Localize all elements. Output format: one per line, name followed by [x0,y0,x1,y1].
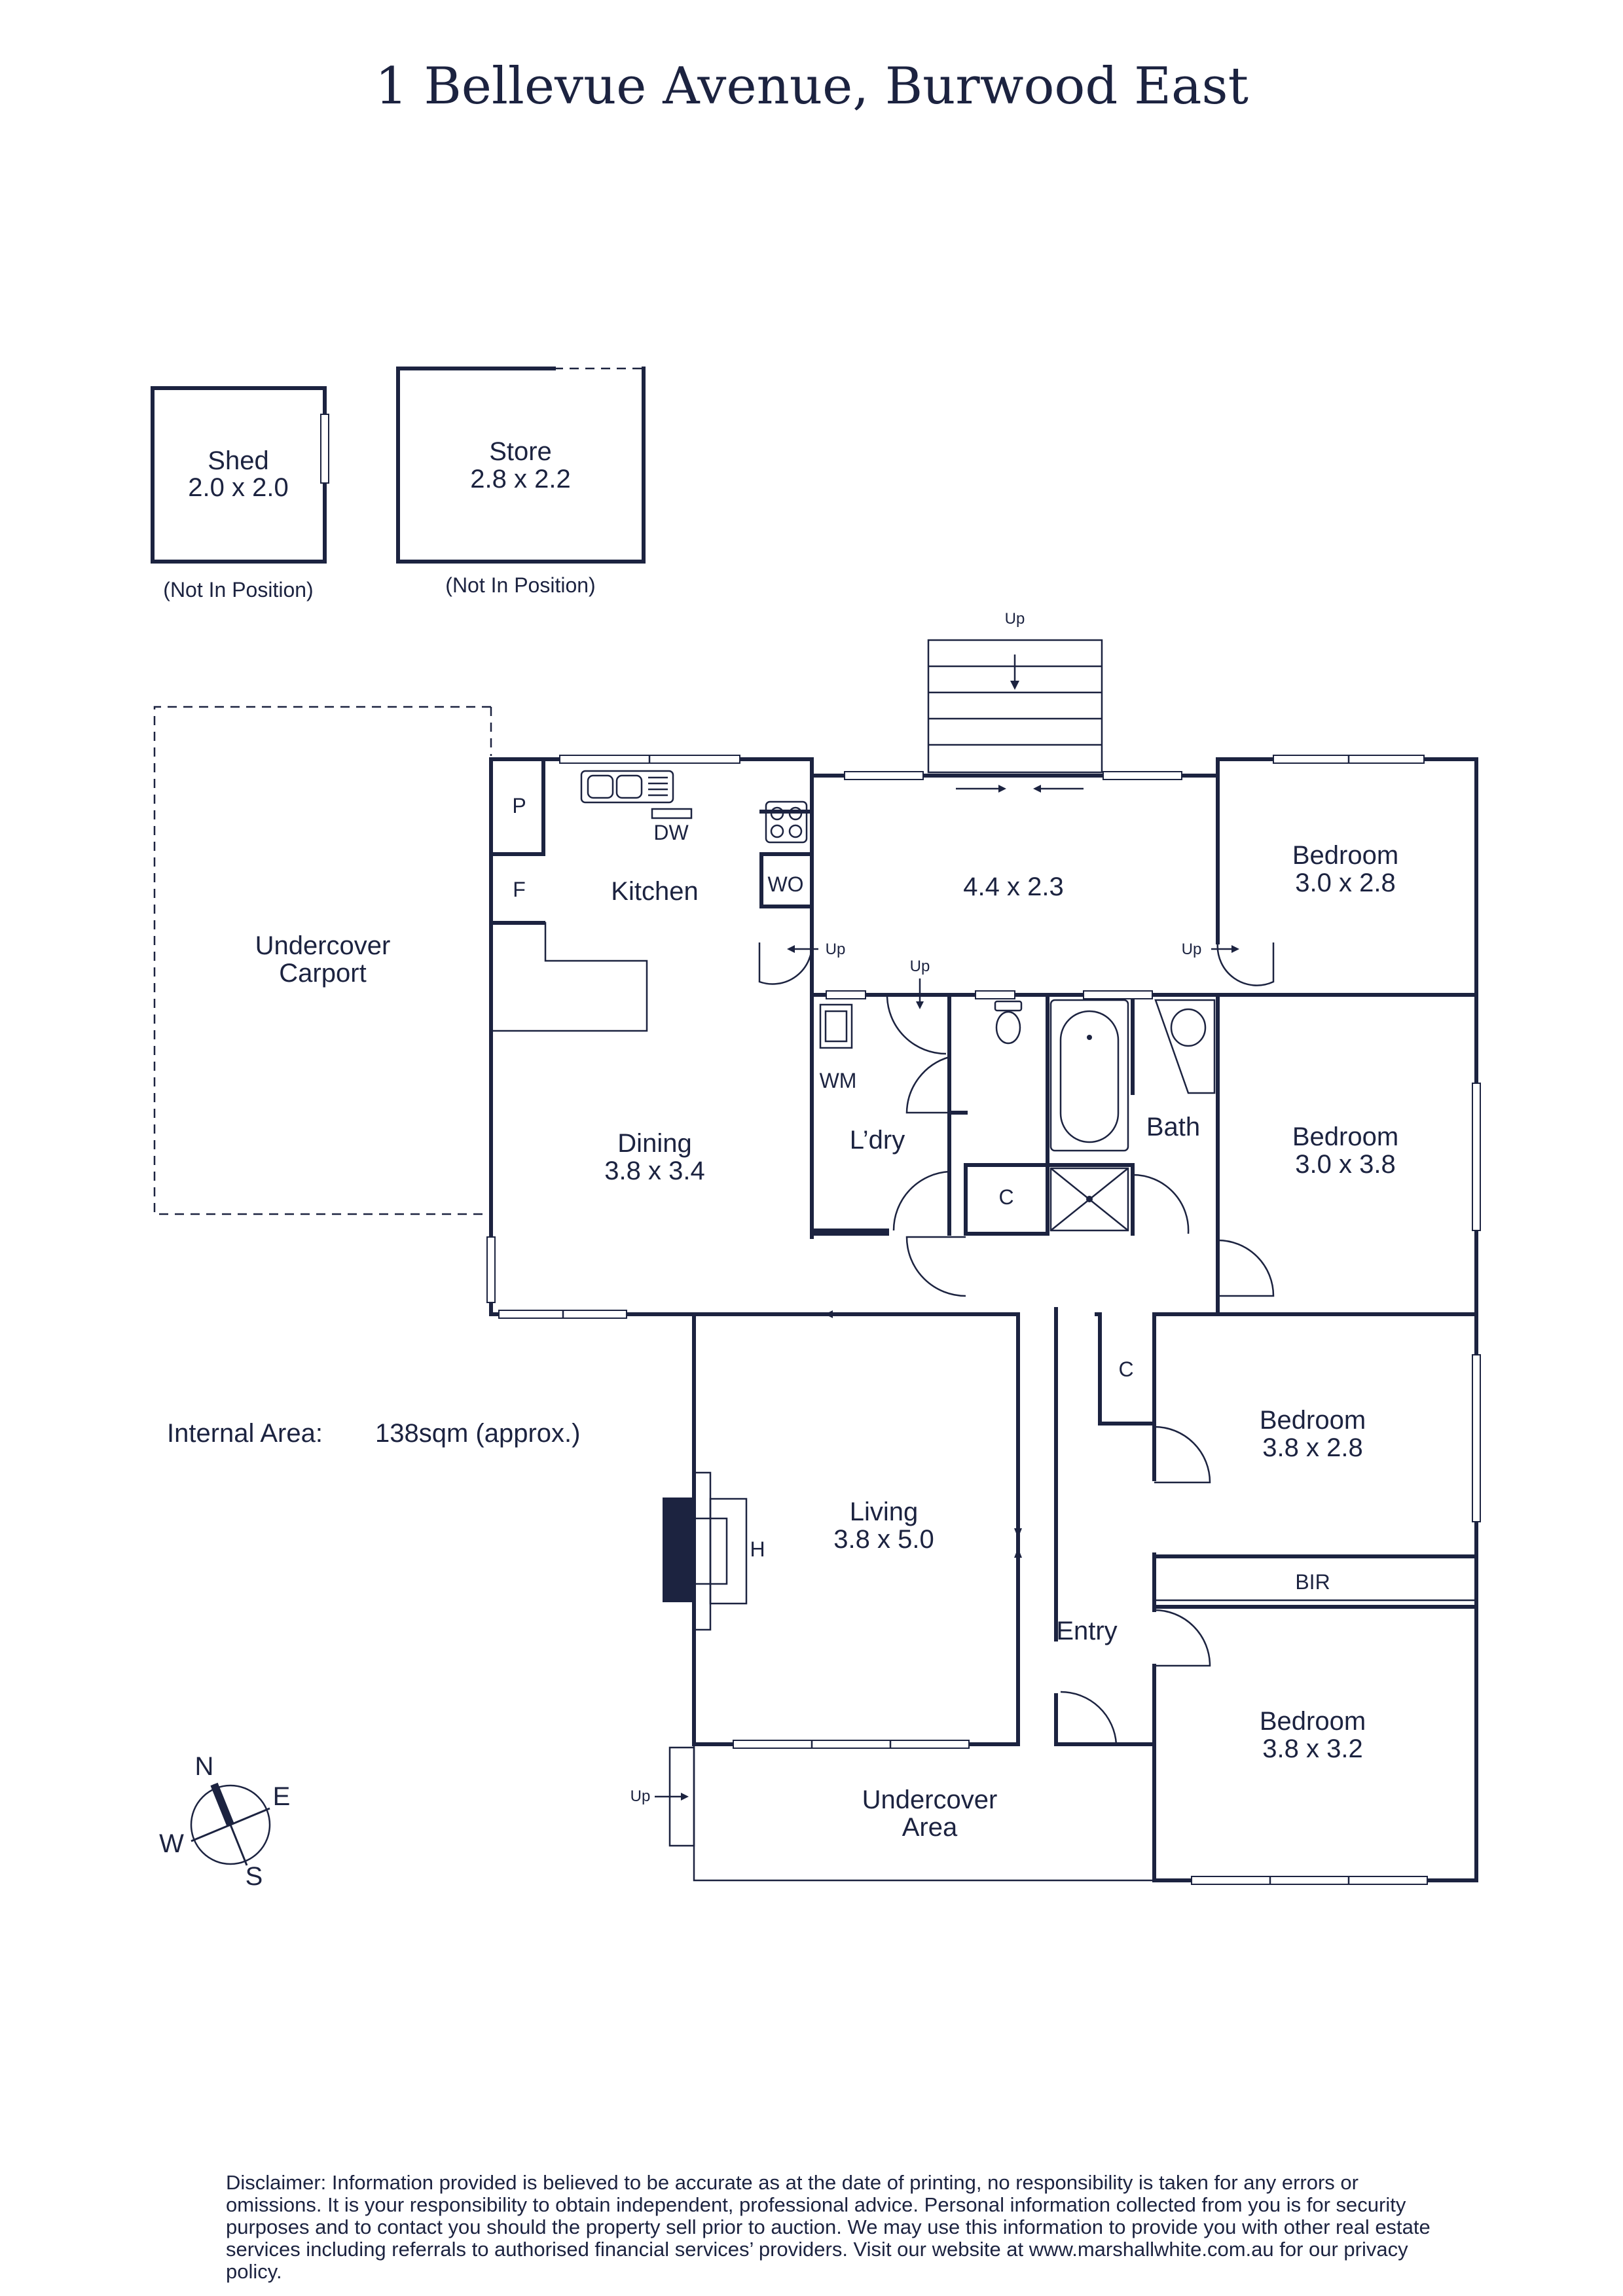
compass-south: S [246,1862,263,1891]
living-size: 3.8 x 5.0 [833,1525,934,1554]
carport-label-2: Carport [279,959,366,988]
cupboard-label-1: C [998,1185,1013,1209]
shed-label: Shed [208,446,268,475]
washing-machine-label: WM [820,1069,857,1092]
fridge-label: F [513,878,526,901]
living-sliding-doors [825,1310,1022,1617]
disclaimer: Disclaimer: Information provided is beli… [226,2171,1431,2283]
bedroom-3-label: Bedroom [1260,1406,1366,1435]
rear-stairs-up-label: Up [1005,610,1025,628]
rear-stairs: Up [927,610,1103,793]
heater-label: H [750,1537,765,1561]
shed: Shed 2.0 x 2.0 (Not In Position) [151,386,329,601]
carport-label-1: Undercover [255,931,391,960]
entry-label: Entry [1056,1617,1117,1645]
store-size: 2.8 x 2.2 [470,465,570,493]
kitchen-label: Kitchen [611,877,698,906]
shed-size: 2.0 x 2.0 [188,473,288,502]
cupboard-label-2: C [1118,1357,1133,1381]
wall-oven-label: WO [767,872,803,896]
internal-area-label: Internal Area: [167,1419,323,1448]
undercover-area: Up Undercover Area [630,1744,1154,1882]
bedroom-4-label: Bedroom [1260,1707,1366,1736]
family-up-left: Up [826,941,846,958]
store-label: Store [489,437,552,466]
pantry-label: P [512,794,526,817]
bedroom-2-label: Bedroom [1292,1122,1398,1151]
shed-note: (Not In Position) [163,578,313,601]
plan-title: 1 Bellevue Avenue, Burwood East [375,57,1249,116]
laundry-up-label: Up [910,958,930,975]
compass-west: W [159,1829,184,1858]
undercover-area-label-1: Undercover [862,1785,998,1814]
living-label: Living [850,1498,919,1526]
bedroom-1-size: 3.0 x 2.8 [1295,869,1395,897]
door-swings [758,942,1275,1745]
bedroom-1-label: Bedroom [1292,841,1398,870]
compass-north: N [195,1752,214,1781]
bedroom-4-size: 3.8 x 3.2 [1262,1734,1362,1763]
fixtures [493,770,1476,1631]
store-note: (Not In Position) [445,573,595,597]
store: Store 2.8 x 2.2 (Not In Position) [396,367,646,597]
dining-label: Dining [617,1129,691,1158]
laundry-label: L’dry [850,1126,905,1155]
bedroom-3-size: 3.8 x 2.8 [1262,1433,1362,1462]
undercover-up-label: Up [630,1787,651,1805]
bir-label: BIR [1295,1570,1330,1594]
bedroom-2-size: 3.0 x 3.8 [1295,1150,1395,1179]
dining-size: 3.8 x 3.4 [604,1157,704,1185]
compass: N E S W [159,1752,290,1891]
compass-east: E [273,1782,291,1811]
undercover-carport: Undercover Carport [153,706,492,1215]
windows [486,755,1481,1885]
internal-area-value: 138sqm (approx.) [375,1419,580,1448]
dishwasher-label: DW [653,821,689,844]
family-up-arrows: Up Up Up [787,941,1239,1009]
undercover-area-label-2: Area [902,1813,958,1842]
bath-label: Bath [1146,1113,1200,1141]
family-up-right: Up [1182,941,1202,958]
family-size: 4.4 x 2.3 [963,872,1063,901]
